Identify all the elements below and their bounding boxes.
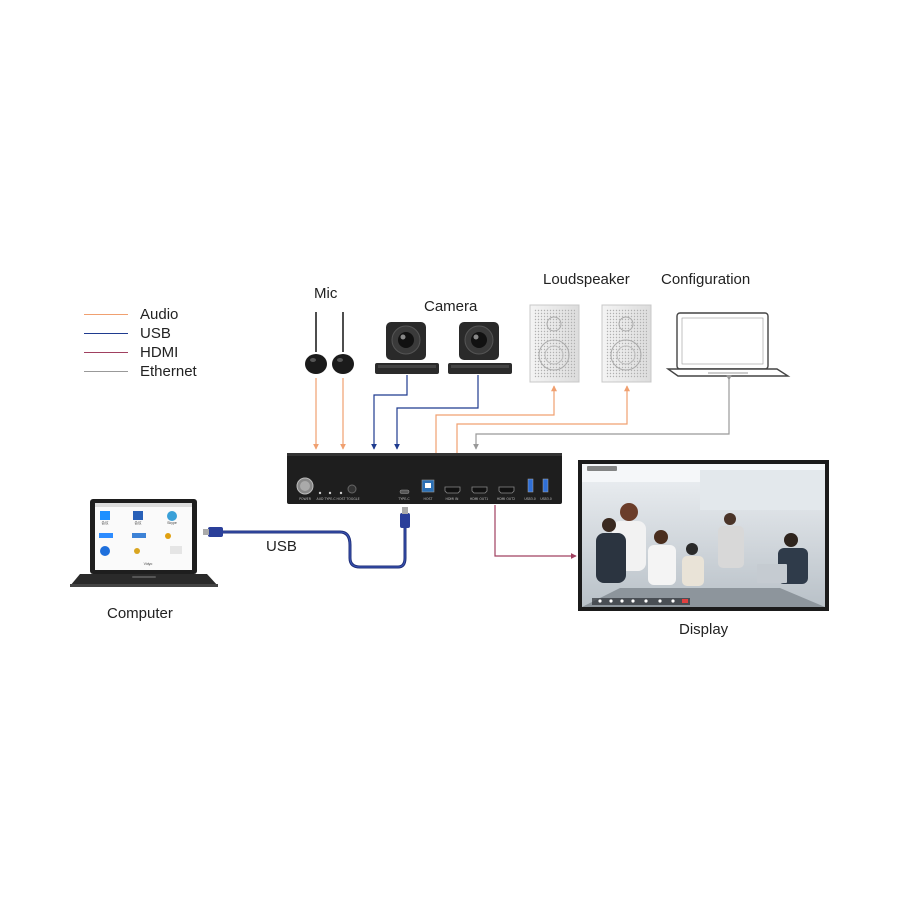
usb3-port-icon <box>527 478 534 493</box>
hdmi-in-port-icon <box>444 486 461 494</box>
port-label: HDMI IN <box>446 497 459 501</box>
loudspeaker-label: Loudspeaker <box>543 271 630 288</box>
usb3-port-icon <box>542 478 549 493</box>
legend-label: Audio <box>140 305 179 323</box>
legend-item-ethernet: Ethernet <box>84 362 197 380</box>
hdmi-line <box>494 505 577 559</box>
usb-cable <box>203 507 410 569</box>
camera-1-icon <box>375 322 439 374</box>
svg-text:Vidyo: Vidyo <box>144 562 153 566</box>
port-label: HDMI OUT2 <box>497 497 515 501</box>
app-icon <box>167 511 177 521</box>
port-label: AUD <box>317 497 325 501</box>
hdmi-line-swatch <box>84 351 128 353</box>
legend-label: USB <box>140 324 171 342</box>
svg-text:会议: 会议 <box>135 520 142 525</box>
svg-text:Skype: Skype <box>167 521 177 525</box>
ethernet-line <box>473 374 732 450</box>
app-icon <box>133 511 143 520</box>
app-icon <box>100 511 110 520</box>
legend-label: Ethernet <box>140 362 197 380</box>
loudspeaker-1-audio-line <box>435 385 557 453</box>
legend-item-audio: Audio <box>84 305 178 323</box>
ethernet-line-swatch <box>84 370 128 372</box>
mic-label: Mic <box>314 285 338 302</box>
display-label: Display <box>679 621 729 638</box>
loudspeaker-2-audio-line <box>456 385 630 453</box>
mic-2-icon <box>332 312 354 374</box>
camera-1-usb-line <box>371 375 408 450</box>
hdmi-out2-port-icon <box>498 486 515 494</box>
port-label: HOST <box>337 497 346 501</box>
app-icon <box>132 533 146 538</box>
legend-item-usb: USB <box>84 324 171 342</box>
app-icon <box>100 546 110 556</box>
loudspeaker-1-icon <box>529 304 580 383</box>
power-button-icon <box>296 477 314 495</box>
computer-laptop-icon: 会议 会议 Skype Vidyo <box>70 499 218 587</box>
port-label: USB3.0 <box>524 497 536 501</box>
usb-line-swatch <box>84 332 128 334</box>
port-label: POWER <box>299 497 312 501</box>
usb-cable-label: USB <box>266 538 297 555</box>
legend-label: HDMI <box>140 343 179 361</box>
app-icon <box>170 546 182 554</box>
broadsoft-app-icon <box>165 533 171 539</box>
zoom-app-icon <box>99 533 113 538</box>
conference-hub-device: POWER AUD TYPE-C HOST TOGGLE TYPE-C HOST… <box>287 453 562 504</box>
mic-1-icon <box>305 312 327 374</box>
configuration-laptop-icon <box>665 312 791 377</box>
port-label: USB3.0 <box>540 497 552 501</box>
svg-text:会议: 会议 <box>102 520 109 525</box>
loudspeaker-2-icon <box>601 304 652 383</box>
computer-label: Computer <box>107 605 173 622</box>
port-label: HOST <box>424 497 433 501</box>
display-monitor <box>578 460 829 611</box>
meeting-toolbar <box>592 598 690 605</box>
port-label: TYPE-C <box>323 497 336 501</box>
audio-line-swatch <box>84 313 128 315</box>
configuration-label: Configuration <box>661 271 751 288</box>
camera-label: Camera <box>424 298 478 315</box>
ethernet-port-icon <box>421 479 435 493</box>
port-label: TOGGLE <box>345 497 359 501</box>
port-label: TYPE-C <box>397 497 410 501</box>
port-label: HDMI OUT1 <box>470 497 488 501</box>
hdmi-out1-port-icon <box>471 486 488 494</box>
camera-2-icon <box>448 322 512 374</box>
legend-item-hdmi: HDMI <box>84 343 178 361</box>
camera-2-usb-line <box>394 375 479 450</box>
yealink-app-icon <box>134 548 140 554</box>
